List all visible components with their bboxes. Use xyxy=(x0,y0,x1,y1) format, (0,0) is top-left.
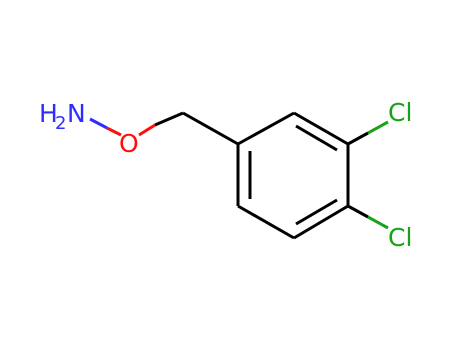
amine-subscript-label: 2 xyxy=(55,113,66,134)
ring-bond-2 xyxy=(293,111,349,146)
amine-hydrogen-label: H xyxy=(39,99,58,128)
oxygen-label: O xyxy=(119,129,139,158)
ring-bond-2-inner xyxy=(295,124,338,152)
chlorine-top-label: Cl xyxy=(388,98,412,127)
ring-bond-4 xyxy=(293,204,349,240)
bond-n-o-oxygen-half xyxy=(106,126,122,137)
bond-c-cl-bottom-carbon-half xyxy=(347,204,369,219)
ring-bond-4-inner xyxy=(295,198,338,226)
bond-o-ch2-oxygen-half xyxy=(138,123,156,137)
ring-bond-5 xyxy=(237,204,295,240)
bond-c-cl-top-carbon-half xyxy=(347,131,369,146)
bond-ch2-ring xyxy=(182,111,239,146)
bond-n-o-nitrogen-half xyxy=(89,117,108,130)
ring-bond-1 xyxy=(237,111,295,146)
bond-c-cl-top-chlorine-half xyxy=(367,120,389,135)
amine-nitrogen-label: N xyxy=(67,99,86,128)
bond-c-cl-bottom-chlorine-half xyxy=(367,215,389,230)
chlorine-bottom-label: Cl xyxy=(388,223,412,252)
bond-o-ch2-carbon-half xyxy=(154,111,184,127)
